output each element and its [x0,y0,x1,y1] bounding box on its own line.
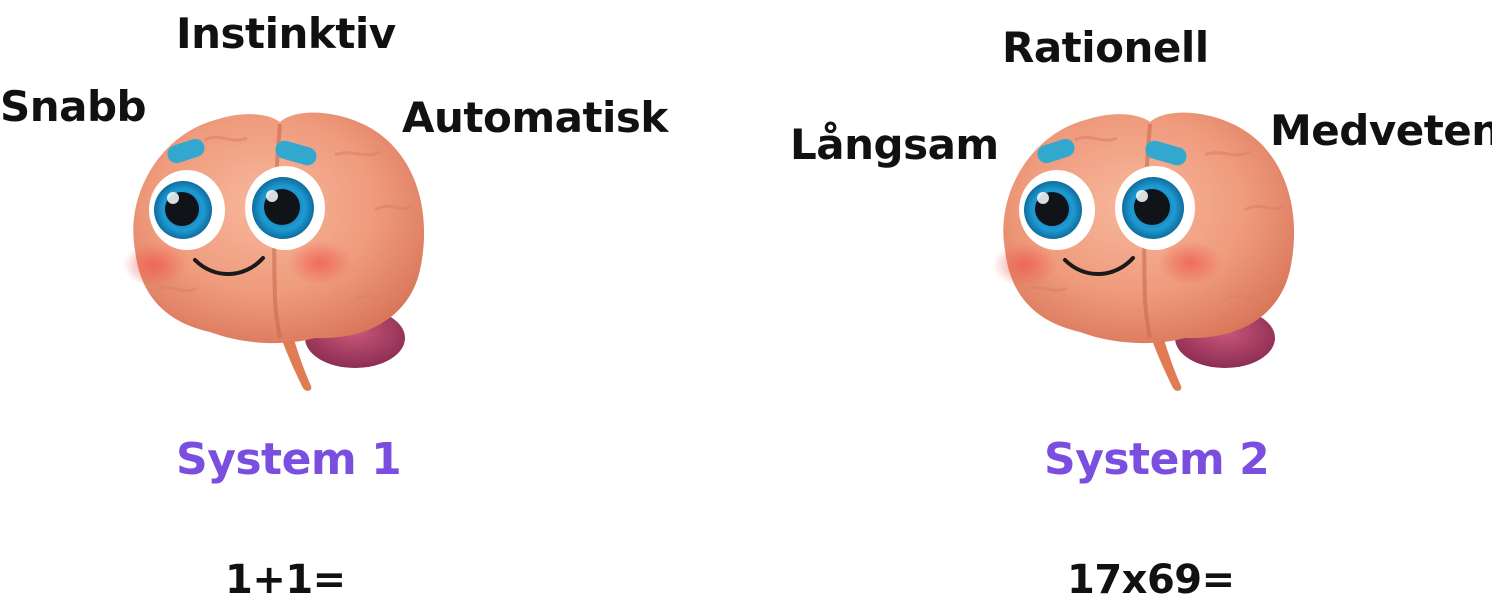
system-2-label: System 2 [1044,434,1270,485]
word-snabb: Snabb [0,82,147,131]
word-langsam: Långsam [790,120,999,169]
brain-icon-right [985,100,1305,395]
smiling-brain-icon [993,112,1295,391]
equation-left: 1+1= [225,557,346,603]
word-medveten: Medveten [1270,106,1492,155]
smiling-brain-icon [123,112,425,391]
word-instinktiv: Instinktiv [176,9,396,58]
system-1-label: System 1 [176,434,402,485]
equation-right: 17x69= [1067,557,1235,603]
brain-icon-left [115,100,435,395]
word-automatisk: Automatisk [402,93,668,142]
word-rationell: Rationell [1002,23,1209,72]
